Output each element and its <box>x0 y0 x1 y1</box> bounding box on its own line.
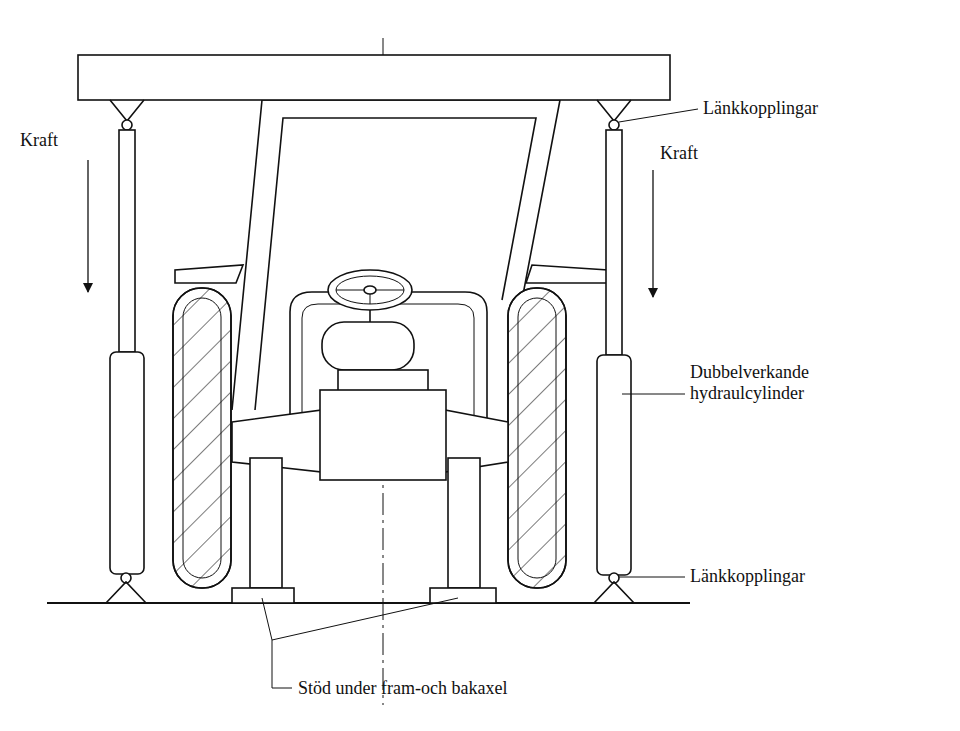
callout-label: Kraft <box>20 130 58 151</box>
hydraulic-cylinder <box>110 100 144 121</box>
steering-wheel <box>369 310 371 322</box>
tyre <box>173 288 566 588</box>
force-arrow <box>87 160 88 292</box>
leader-line <box>262 109 698 688</box>
hydraulic-cylinder <box>106 100 146 603</box>
hydraulic-cylinder <box>594 582 634 603</box>
hydraulic-cylinder <box>606 130 622 355</box>
tyre <box>518 298 556 578</box>
axle-stand <box>232 458 496 603</box>
steering-wheel <box>328 270 412 310</box>
leader-line <box>619 577 685 578</box>
cab-frame <box>526 265 608 283</box>
hydraulic-cylinder <box>597 100 631 121</box>
axle-housing <box>338 370 428 392</box>
part-label: Dubbelverkande hydraulcylinder <box>690 362 850 404</box>
axle-housing <box>320 390 446 480</box>
leader-line <box>262 598 458 640</box>
axle-stand <box>448 458 480 588</box>
hydraulic-cylinder <box>122 120 132 130</box>
steering-wheel <box>370 294 371 304</box>
ground-line <box>47 602 690 604</box>
steering-wheel <box>376 290 404 291</box>
callout-label: Kraft <box>660 143 698 164</box>
steering-wheel <box>336 276 404 304</box>
hydraulic-cylinder <box>106 582 146 603</box>
steering-wheel <box>328 270 412 322</box>
hydraulic-cylinder <box>119 130 135 352</box>
force-arrow <box>652 170 653 297</box>
tyre <box>508 288 566 588</box>
axle-stand <box>430 588 496 603</box>
leader-line <box>622 394 685 395</box>
steering-wheel <box>336 290 364 291</box>
leader-line <box>272 640 292 688</box>
illustration <box>47 38 698 705</box>
callout-label: Stöd under fram-och bakaxel <box>298 678 507 699</box>
tyre <box>183 298 221 578</box>
leader-line <box>619 109 698 122</box>
tyre <box>173 288 231 588</box>
hydraulic-cylinder <box>609 120 619 130</box>
callout-label: Länkkopplingar <box>703 98 818 119</box>
force-arrow <box>88 160 653 297</box>
hydraulic-cylinder <box>597 355 631 575</box>
hydraulic-cylinder <box>594 100 634 603</box>
axle-stand <box>250 458 282 588</box>
callout-label: Länkkopplingar <box>690 566 805 587</box>
cab-frame <box>175 265 243 283</box>
load-beam <box>78 55 670 100</box>
steering-wheel <box>364 286 376 294</box>
hydraulic-cylinder <box>110 352 144 574</box>
tyre <box>508 288 566 588</box>
seat <box>322 322 414 370</box>
tyre <box>173 288 231 588</box>
